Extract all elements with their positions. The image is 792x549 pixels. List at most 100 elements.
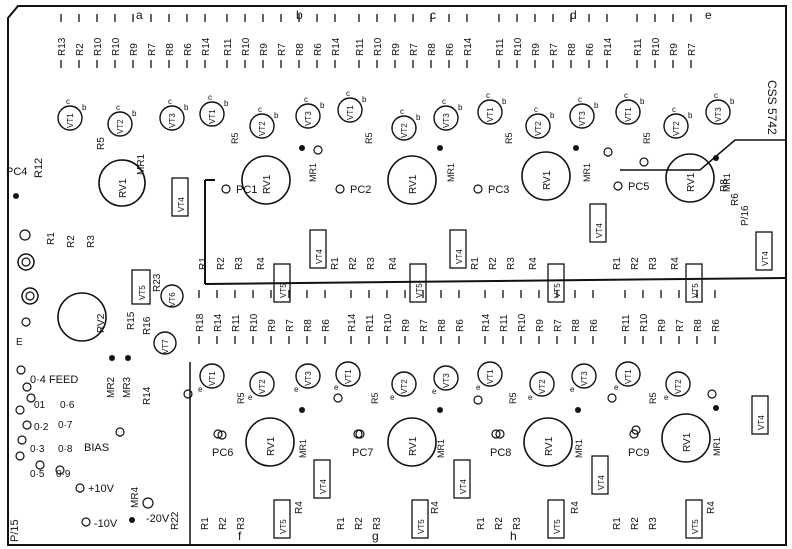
pin-b: b: [274, 111, 279, 120]
pin-e: e: [614, 383, 619, 392]
pin-b: b: [688, 111, 693, 120]
pad: [707, 389, 717, 399]
transistor-top: [107, 111, 133, 137]
vt4-label: VT4: [595, 223, 604, 238]
vt4-label: VT4: [459, 479, 468, 494]
bottom-resistor-r7: R7: [553, 319, 564, 332]
transistor-top: [57, 105, 83, 131]
bottom-resistor-r8: R8: [693, 319, 704, 332]
vt6-label: VT6: [168, 292, 177, 307]
transistor-top-label: VT3: [714, 107, 723, 122]
vt4-label: VT4: [315, 249, 324, 264]
top-resistor-r14: R14: [603, 37, 614, 56]
vt5-block: [685, 499, 703, 539]
top-resistor-r6: R6: [183, 43, 194, 56]
section-label-a: a: [136, 8, 143, 22]
left-vt5-label: VT5: [138, 285, 147, 300]
pad: [473, 184, 483, 194]
pad-06-label: 0·6: [60, 400, 75, 411]
pad-05-label: 0·5: [30, 469, 45, 480]
pot-rv1-label: RV1: [262, 174, 273, 194]
p16-label: P/16: [740, 205, 751, 226]
vt4-block: [449, 229, 467, 269]
small-resistor-top: R4: [528, 257, 539, 270]
pad: [603, 147, 613, 157]
pot-rv1-label: RV1: [544, 436, 555, 456]
small-resistor-bottom: R2: [218, 517, 229, 530]
small-resistor-top: R1: [330, 257, 341, 270]
small-resistor-bottom: R4: [706, 501, 717, 514]
small-resistor-top: R3: [648, 257, 659, 270]
transistor-bottom-label: VT3: [580, 371, 589, 386]
bottom-resistor-r7: R7: [419, 319, 430, 332]
divider-top-right: [620, 139, 786, 171]
transistor-bottom: [295, 363, 321, 389]
pot-rv1-label: RV1: [408, 436, 419, 456]
pin-c: c: [624, 91, 628, 100]
mr1-label: MR1: [712, 437, 722, 456]
pin-b: b: [224, 99, 229, 108]
transistor-bottom: [249, 371, 275, 397]
mr1-dot: [713, 155, 719, 161]
pin-b: b: [730, 97, 735, 106]
pin-b: b: [550, 111, 555, 120]
transistor-top: [159, 105, 185, 131]
mr1-label: MR1: [574, 439, 584, 458]
vt5-block: [547, 263, 565, 303]
vt5-label: VT5: [553, 519, 562, 534]
pad: [473, 395, 483, 405]
top-resistor-r7: R7: [409, 43, 420, 56]
pin-e: e: [432, 387, 437, 396]
pad: [221, 184, 231, 194]
bottom-resistor-r7: R7: [675, 319, 686, 332]
p15-label: P/15: [9, 519, 21, 542]
top-resistor-r6: R6: [585, 43, 596, 56]
transistor-top-label: VT3: [168, 113, 177, 128]
bottom-resistor-r8: R8: [303, 319, 314, 332]
small-resistor-top: R3: [234, 257, 245, 270]
transistor-top-label: VT2: [258, 121, 267, 136]
bottom-resistor-r18: R18: [195, 313, 206, 332]
pad: [213, 429, 223, 439]
transistor-bottom: [665, 371, 691, 397]
transistor-bottom-label: VT3: [304, 371, 313, 386]
pin-c: c: [486, 91, 490, 100]
section-label-b: b: [296, 8, 303, 22]
r5-bottom: R5: [648, 392, 658, 404]
pin-c: c: [346, 89, 350, 98]
transistor-bottom-label: VT3: [442, 373, 451, 388]
transistor-bottom-label: VT2: [674, 379, 683, 394]
pad: [355, 429, 365, 439]
pin-c: c: [304, 95, 308, 104]
transistor-top: [525, 113, 551, 139]
vt4-label: VT4: [757, 415, 766, 430]
small-resistor-top: R4: [670, 257, 681, 270]
mr1-label: MR1: [446, 163, 456, 182]
small-resistor-bottom: R2: [354, 517, 365, 530]
pot-rv1: [665, 153, 715, 203]
top-resistor-r13: R13: [57, 37, 68, 56]
small-resistor-top: R1: [198, 257, 209, 270]
left-vt4-label: VT4: [177, 197, 186, 212]
r5-bottom: R5: [508, 392, 518, 404]
pad: [639, 157, 649, 167]
pin-c: c: [208, 93, 212, 102]
small-resistor-bottom: R2: [494, 517, 505, 530]
top-resistor-r14: R14: [463, 37, 474, 56]
top-resistor-r10: R10: [93, 37, 104, 56]
r5-top: R5: [364, 132, 374, 144]
bottom-resistor-r8: R8: [437, 319, 448, 332]
pc-label-bottom: PC8: [490, 447, 511, 459]
divider-top-bottom: [204, 277, 787, 285]
pin-b: b: [82, 103, 87, 112]
transistor-top: [391, 115, 417, 141]
pot-rv1-label: RV1: [542, 170, 553, 190]
r15-label: R15: [126, 311, 137, 330]
vt5-label: VT5: [553, 283, 562, 298]
pad-03-label: 0·3: [30, 444, 45, 455]
pot-rv1-label: RV1: [408, 174, 419, 194]
small-resistor-bottom: R3: [236, 517, 247, 530]
pin-c: c: [66, 97, 70, 106]
